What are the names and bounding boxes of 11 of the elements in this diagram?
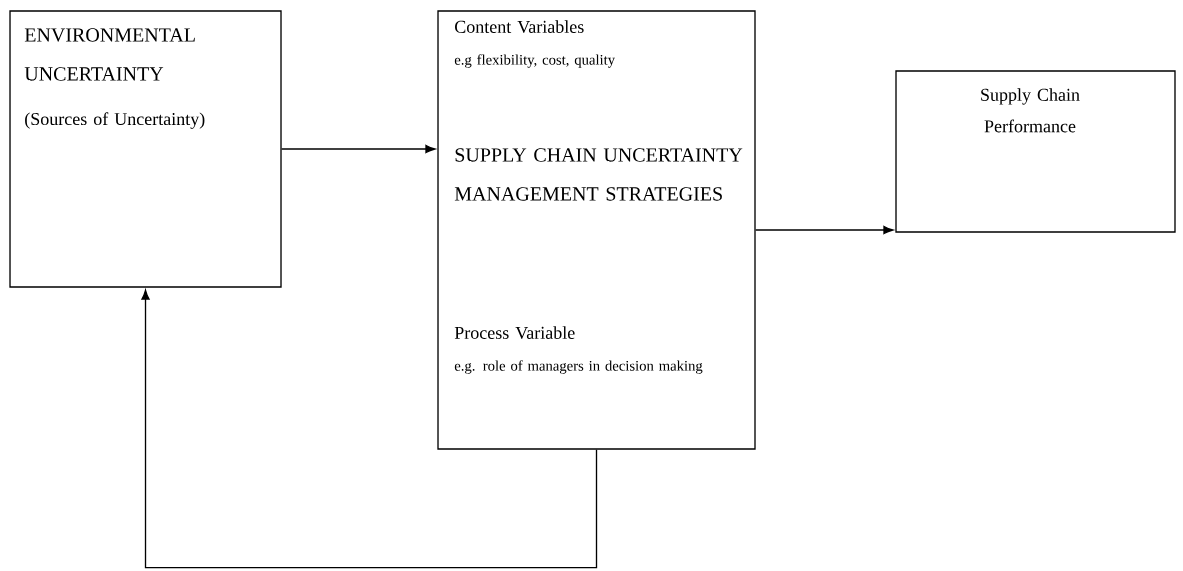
arrow <box>281 144 436 154</box>
subheading: Process Variable <box>454 326 575 339</box>
example-text: e.g. role of managers in decision making <box>454 360 703 374</box>
arrow <box>141 289 598 569</box>
example-text: e.g flexibility, cost, quality <box>454 54 615 68</box>
arrow <box>755 225 894 235</box>
heading: Supply Chain Performance <box>981 88 1080 133</box>
heading: ENVIRONMENTAL UNCERTAINTY <box>24 28 195 81</box>
note: (Sources of Uncertainty) <box>25 112 205 129</box>
subheading: Content Variables <box>455 20 584 34</box>
heading: SUPPLY CHAIN UNCERTAINTY MANAGEMENT STRATEGIES <box>454 148 743 201</box>
